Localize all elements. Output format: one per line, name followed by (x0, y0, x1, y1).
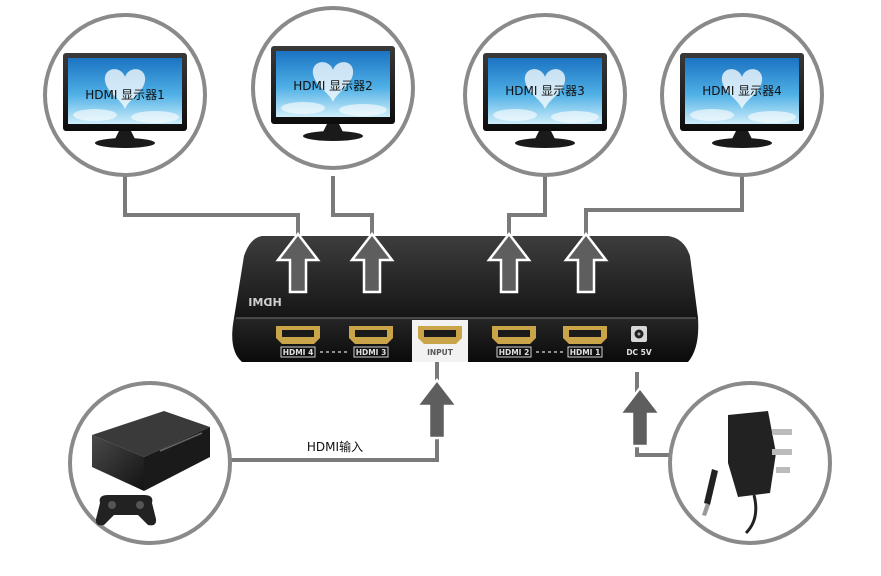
monitor-base (515, 138, 575, 148)
arrow-up-power (617, 385, 663, 448)
input-cable-label: HDMI输入 (307, 439, 363, 454)
arrow-up-input (414, 377, 460, 440)
monitor-stand (323, 124, 343, 132)
arrow-up-output-2 (486, 231, 532, 294)
monitor-label: HDMI 显示器3 (505, 84, 585, 98)
power-adapter-source (668, 381, 832, 545)
port-label: HDMI 1 (570, 348, 601, 357)
cable-monitor-1 (123, 176, 300, 245)
port-input: INPUT (412, 320, 468, 362)
gamepad-icon (95, 495, 157, 526)
port-label-box (567, 346, 603, 358)
monitor-label: HDMI 显示器1 (85, 88, 165, 102)
port-hdmi-4: HDMI 4 (276, 326, 320, 358)
port-label: HDMI 3 (356, 348, 387, 357)
power-label: DC 5V (626, 348, 652, 357)
monitor-4: HDMI 显示器4 (660, 13, 824, 177)
port-hdmi-3: HDMI 3 (349, 326, 393, 358)
port-label-box (353, 346, 389, 358)
arrow-up-output-3 (349, 231, 395, 294)
monitor-base (95, 138, 155, 148)
monitor-3: HDMI 显示器3 (463, 13, 627, 177)
monitor-2: HDMI 显示器2 (251, 6, 415, 170)
arrows (275, 231, 663, 448)
power-adapter-icon (702, 411, 792, 535)
game-console-source (68, 381, 232, 545)
port-label: INPUT (427, 348, 454, 357)
monitor-label: HDMI 显示器4 (702, 84, 782, 98)
port-label: HDMI 4 (283, 348, 314, 357)
monitor-stand (535, 131, 555, 139)
splitter-logo: HDMI (248, 296, 281, 309)
monitor-base (303, 131, 363, 141)
monitor-label: HDMI 显示器2 (293, 79, 373, 93)
monitor-base (712, 138, 772, 148)
monitor-1: HDMI 显示器1 (43, 13, 207, 177)
port-label-box (280, 346, 316, 358)
port-label: HDMI 2 (499, 348, 530, 357)
monitor-stand (115, 131, 135, 139)
cable-monitor-3 (507, 176, 547, 245)
port-hdmi-1: HDMI 1 (563, 326, 607, 358)
cable-monitor-4 (584, 176, 744, 245)
cable-monitor-2 (331, 176, 374, 245)
monitor-stand (732, 131, 752, 139)
port-label-box (496, 346, 532, 358)
arrow-up-output-1 (563, 231, 609, 294)
port-hdmi-2: HDMI 2 (492, 326, 536, 358)
arrow-up-output-4 (275, 231, 321, 294)
port-dc-power: DC 5V (626, 326, 652, 357)
hdmi-splitter-device: HDMI HDMI 4 HDMI 3 INPUT HDM (232, 236, 699, 362)
game-console-icon (92, 411, 210, 457)
